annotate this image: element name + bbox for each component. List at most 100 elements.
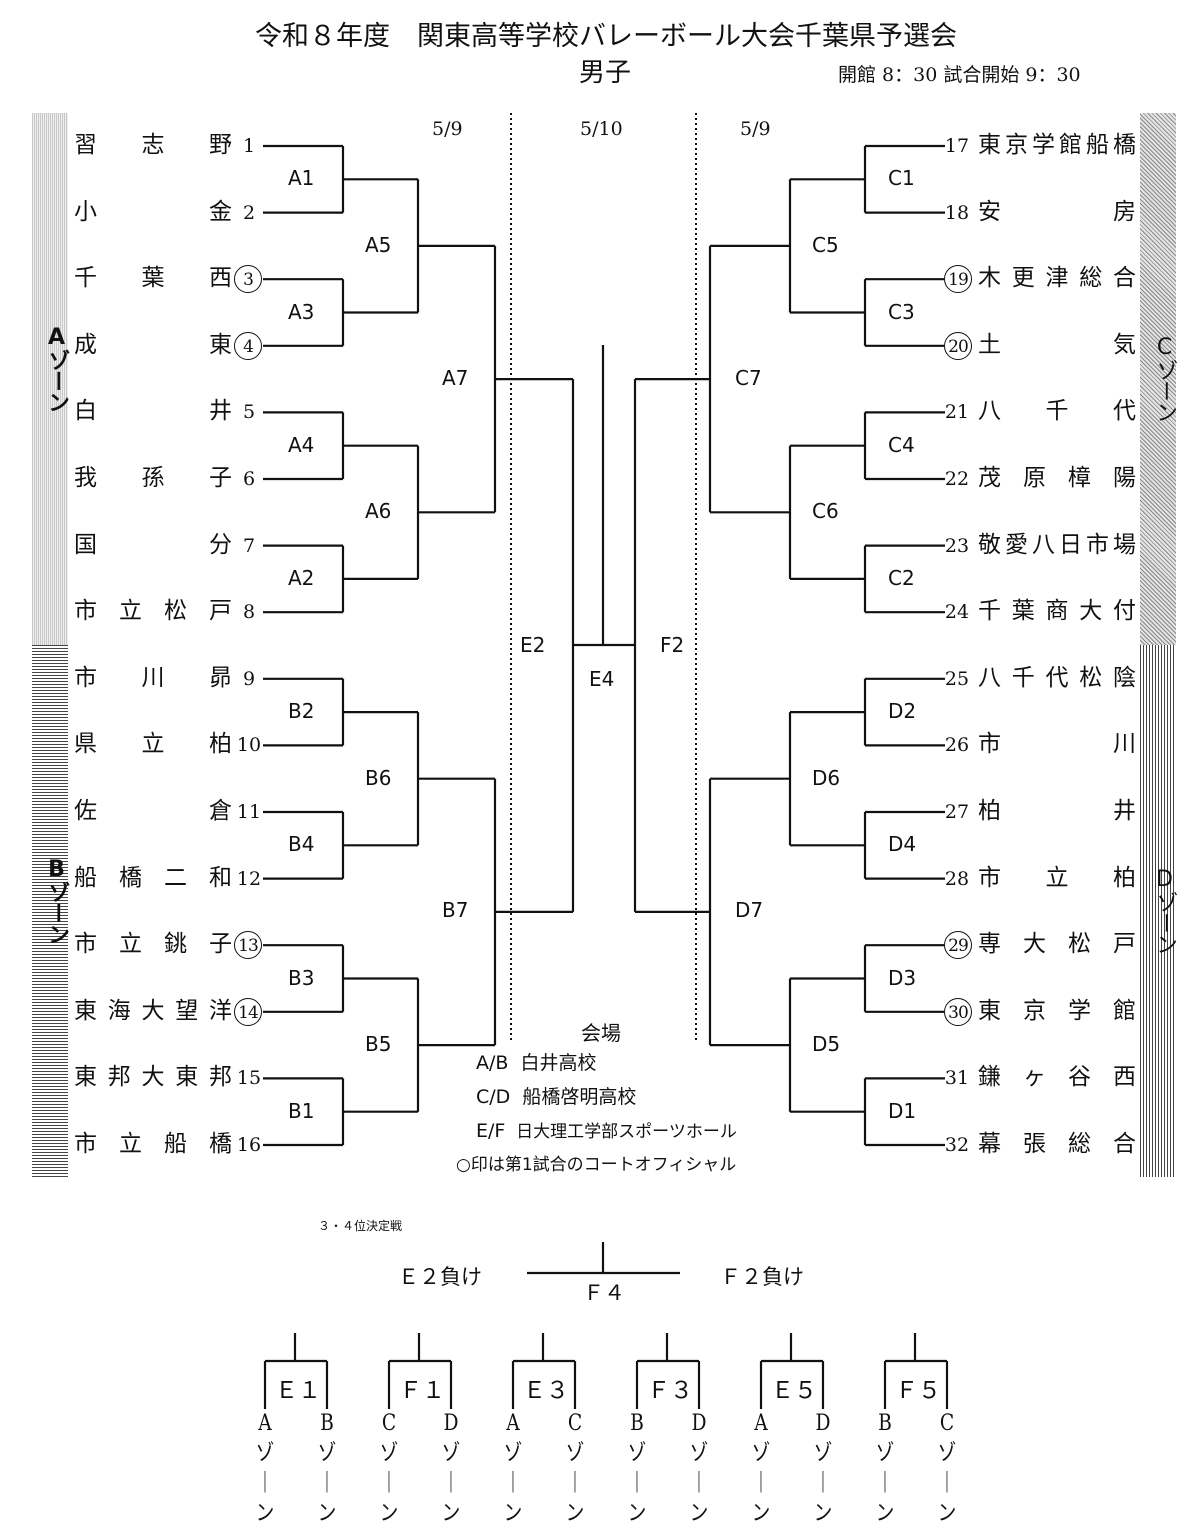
team-name: 東海大望洋 <box>74 996 232 1026</box>
zone-letter: D <box>815 1411 831 1436</box>
team-name-char: 松 <box>1079 664 1103 691</box>
team-name-char: 東 <box>74 1064 97 1091</box>
seed-number: 31 <box>944 1067 970 1090</box>
team-name-char: 志 <box>141 132 165 158</box>
zone-a-label: Aゾーン <box>44 325 69 412</box>
seed-number: 8 <box>242 601 256 624</box>
third-place-right: Ｆ２負け <box>720 1265 804 1289</box>
seed-number: 10 <box>236 734 262 757</box>
team-name: 我孫子 <box>74 463 232 493</box>
consolation-match-label: Ｆ３ <box>647 1378 693 1404</box>
team-name-char: 戸 <box>209 598 232 625</box>
match-label-b4: B4 <box>288 832 315 857</box>
match-label-c1: C1 <box>888 166 915 191</box>
team-name-char: 東 <box>74 997 97 1024</box>
zone-suffix-char: ゾ <box>379 1441 399 1466</box>
zone-suffix-char: ｜ <box>875 1471 895 1496</box>
match-label-c2: C2 <box>888 565 915 590</box>
seed-number: 21 <box>944 401 970 424</box>
zone-letter: B <box>630 1411 644 1436</box>
team-name-char: 柏 <box>209 731 232 758</box>
match-label-a5: A5 <box>365 232 392 257</box>
team-name-char: 東 <box>978 997 1001 1024</box>
team-name-char: 井 <box>1113 798 1136 824</box>
third-place-title: ３・４位決定戦 <box>318 1219 403 1233</box>
team-name: 千葉商大付 <box>978 596 1136 626</box>
team-name-char: 土 <box>978 331 1001 358</box>
team-name-char: 八 <box>1032 531 1055 558</box>
team-name-char: 千 <box>1045 398 1069 425</box>
match-label-b1: B1 <box>288 1098 315 1123</box>
team-name-char: 市 <box>74 598 97 625</box>
team-name-char: 葉 <box>1011 598 1035 625</box>
seed-number: 18 <box>944 201 970 224</box>
team-name-char: 大 <box>141 997 165 1024</box>
zone-c-band: Cゾーン <box>1140 113 1177 645</box>
team-name-char: 専 <box>978 931 1001 958</box>
team-name: 八千代松陰 <box>978 663 1136 693</box>
consolation-match-label: Ｆ１ <box>399 1378 445 1404</box>
zone-suffix-char: ン <box>441 1501 461 1526</box>
team-name-char: 市 <box>74 1131 97 1157</box>
zone-a-band: Aゾーン <box>32 113 69 645</box>
match-label-c3: C3 <box>888 299 915 324</box>
team-name-char: 学 <box>1032 132 1055 158</box>
match-label-e4: E4 <box>589 667 615 691</box>
seed-number: 11 <box>236 801 262 823</box>
team-name-char: 茂 <box>978 465 1001 491</box>
zone-suffix-char: ｜ <box>627 1471 647 1496</box>
consolation-match-label: Ｅ３ <box>523 1378 569 1404</box>
team-name-char: 大 <box>1023 931 1046 958</box>
team-name-char: 津 <box>1045 265 1069 292</box>
seed-number: 2 <box>242 201 256 224</box>
team-name: 八千代 <box>978 396 1136 426</box>
match-label-a2: A2 <box>288 565 315 590</box>
seed-number: 23 <box>944 534 970 557</box>
team-name-char: 子 <box>209 931 232 958</box>
team-name-char: 大 <box>141 1064 165 1091</box>
team-name-char: 佐 <box>74 798 97 824</box>
team-name-char: 市 <box>978 864 1001 891</box>
team-name-char: 八 <box>978 398 1001 425</box>
team-name-char: 井 <box>209 398 232 425</box>
team-name-char: ヶ <box>1023 1064 1046 1091</box>
seed-number: 24 <box>944 601 970 624</box>
match-label-b3: B3 <box>288 965 315 990</box>
team-name: 佐倉 <box>74 796 232 826</box>
consolation-match-label: Ｆ５ <box>895 1378 941 1404</box>
venue-place: 日大理工学部スポーツホール <box>516 1122 737 1142</box>
team-name-char: 安 <box>978 198 1001 225</box>
team-name-char: 木 <box>978 265 1001 292</box>
team-name: 市立柏 <box>978 863 1136 893</box>
match-label-a4: A4 <box>288 432 315 457</box>
team-name: 木更津総合 <box>978 263 1136 293</box>
schedule-times: 開館 8：30 試合開始 9：30 <box>838 64 1081 86</box>
seed-number: 5 <box>242 401 256 424</box>
team-name-char: 張 <box>1023 1131 1046 1157</box>
seed-number: 12 <box>236 867 262 890</box>
team-name-char: 京 <box>1005 132 1028 158</box>
seed-number: 17 <box>944 135 970 157</box>
team-name-char: 東 <box>209 331 232 358</box>
zone-letter: D <box>691 1411 707 1436</box>
seed-number-circled: 19 <box>944 265 972 294</box>
division-label: 男子 <box>578 58 631 88</box>
team-name: 船橋二和 <box>74 863 232 893</box>
match-label-a3: A3 <box>288 299 315 324</box>
court-official-note: ○印は第1試合のコートオフィシャル <box>456 1155 737 1175</box>
consolation-match-label: Ｅ５ <box>771 1378 817 1404</box>
team-name-char: 合 <box>1113 1131 1136 1157</box>
team-name-char: 二 <box>164 864 187 891</box>
team-name-char: 邦 <box>209 1064 232 1091</box>
team-name-char: 銚 <box>164 931 187 958</box>
team-name-char: 付 <box>1113 598 1136 625</box>
team-name: 専大松戸 <box>978 929 1136 959</box>
match-label-b7: B7 <box>442 898 469 922</box>
team-name: 市川昴 <box>74 663 232 693</box>
team-name: 成東 <box>74 330 232 360</box>
team-name-char: 子 <box>209 465 232 491</box>
